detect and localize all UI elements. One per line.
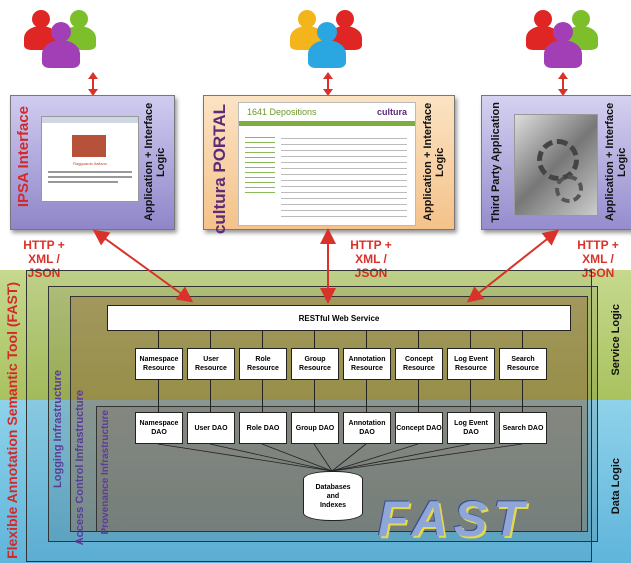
screenshot-title: 1641 Depositions: [247, 107, 317, 117]
connector: [366, 330, 367, 348]
screenshot-caption: Ragguardo Italiano: [73, 161, 107, 166]
app-screenshot: Ragguardo Italiano: [41, 116, 139, 202]
protocol-label: HTTP + XML / JSON: [577, 238, 619, 280]
dao-box: Search DAO: [499, 412, 547, 444]
resource-box: Group Resource: [291, 348, 339, 380]
user-app-arrow: [558, 72, 568, 96]
resource-box: Annotation Resource: [343, 348, 391, 380]
restful-label: RESTful Web Service: [298, 313, 380, 323]
dao-box: Group DAO: [291, 412, 339, 444]
user-group-icon: [286, 4, 366, 74]
database-icon: Databases and Indexes: [303, 471, 363, 521]
gears-image: [514, 114, 598, 216]
app-title: IPSA Interface: [15, 106, 32, 208]
user-group-icon: [522, 4, 602, 74]
provenance-label: Provenance Infrastructure: [100, 410, 111, 535]
connector: [210, 330, 211, 348]
restful-web-service: RESTful Web Service: [107, 305, 571, 331]
connector: [314, 380, 315, 412]
resource-box: Log Event Resource: [447, 348, 495, 380]
resource-box: User Resource: [187, 348, 235, 380]
app-logic-label: Application + Interface Logic: [422, 102, 446, 222]
ipsa-app-box: IPSA Interface Ragguardo Italiano Applic…: [10, 95, 175, 230]
fast-label: Flexible Annotation Semantic Tool (FAST): [4, 282, 20, 559]
app-title: cultura PORTAL: [210, 104, 229, 235]
connector: [262, 330, 263, 348]
app-logic-label: Application + Interface Logic: [143, 102, 167, 222]
dao-box: Namespace DAO: [135, 412, 183, 444]
user-group-icon: [20, 4, 100, 74]
connector: [418, 380, 419, 412]
app-title: Third Party Application: [490, 102, 502, 223]
connector: [522, 380, 523, 412]
cultura-app-box: cultura PORTAL 1641 Depositions cultura …: [203, 95, 455, 234]
connector: [418, 330, 419, 348]
connector: [158, 330, 159, 348]
dao-box: User DAO: [187, 412, 235, 444]
connector: [210, 380, 211, 412]
connector: [314, 330, 315, 348]
resource-box: Namespace Resource: [135, 348, 183, 380]
resource-box: Concept Resource: [395, 348, 443, 380]
protocol-label: HTTP + XML / JSON: [350, 238, 392, 280]
app-logic-label: Application + Interface Logic: [604, 102, 628, 222]
user-app-arrow: [88, 72, 98, 96]
connector: [470, 330, 471, 348]
connector: [522, 330, 523, 348]
dao-box: Annotation DAO: [343, 412, 391, 444]
screenshot-brand: cultura: [376, 107, 407, 117]
access-control-label: Access Control Infrastructure: [74, 390, 86, 546]
user-app-arrow: [323, 72, 333, 96]
app-screenshot: 1641 Depositions cultura: [238, 102, 416, 226]
fast-logo: FAST: [378, 491, 530, 547]
connector: [470, 380, 471, 412]
logging-label: Logging Infrastructure: [52, 370, 64, 488]
database-label: Databases and Indexes: [315, 483, 351, 509]
dao-box: Role DAO: [239, 412, 287, 444]
protocol-label: HTTP + XML / JSON: [23, 238, 65, 280]
connector: [366, 380, 367, 412]
resource-box: Role Resource: [239, 348, 287, 380]
dao-box: Log Event DAO: [447, 412, 495, 444]
third-party-app-box: Third Party Application Application + In…: [481, 95, 631, 230]
data-logic-label: Data Logic: [610, 458, 622, 515]
resource-box: Search Resource: [499, 348, 547, 380]
connector: [262, 380, 263, 412]
connector: [158, 380, 159, 412]
dao-box: Concept DAO: [395, 412, 443, 444]
service-logic-label: Service Logic: [610, 304, 622, 376]
